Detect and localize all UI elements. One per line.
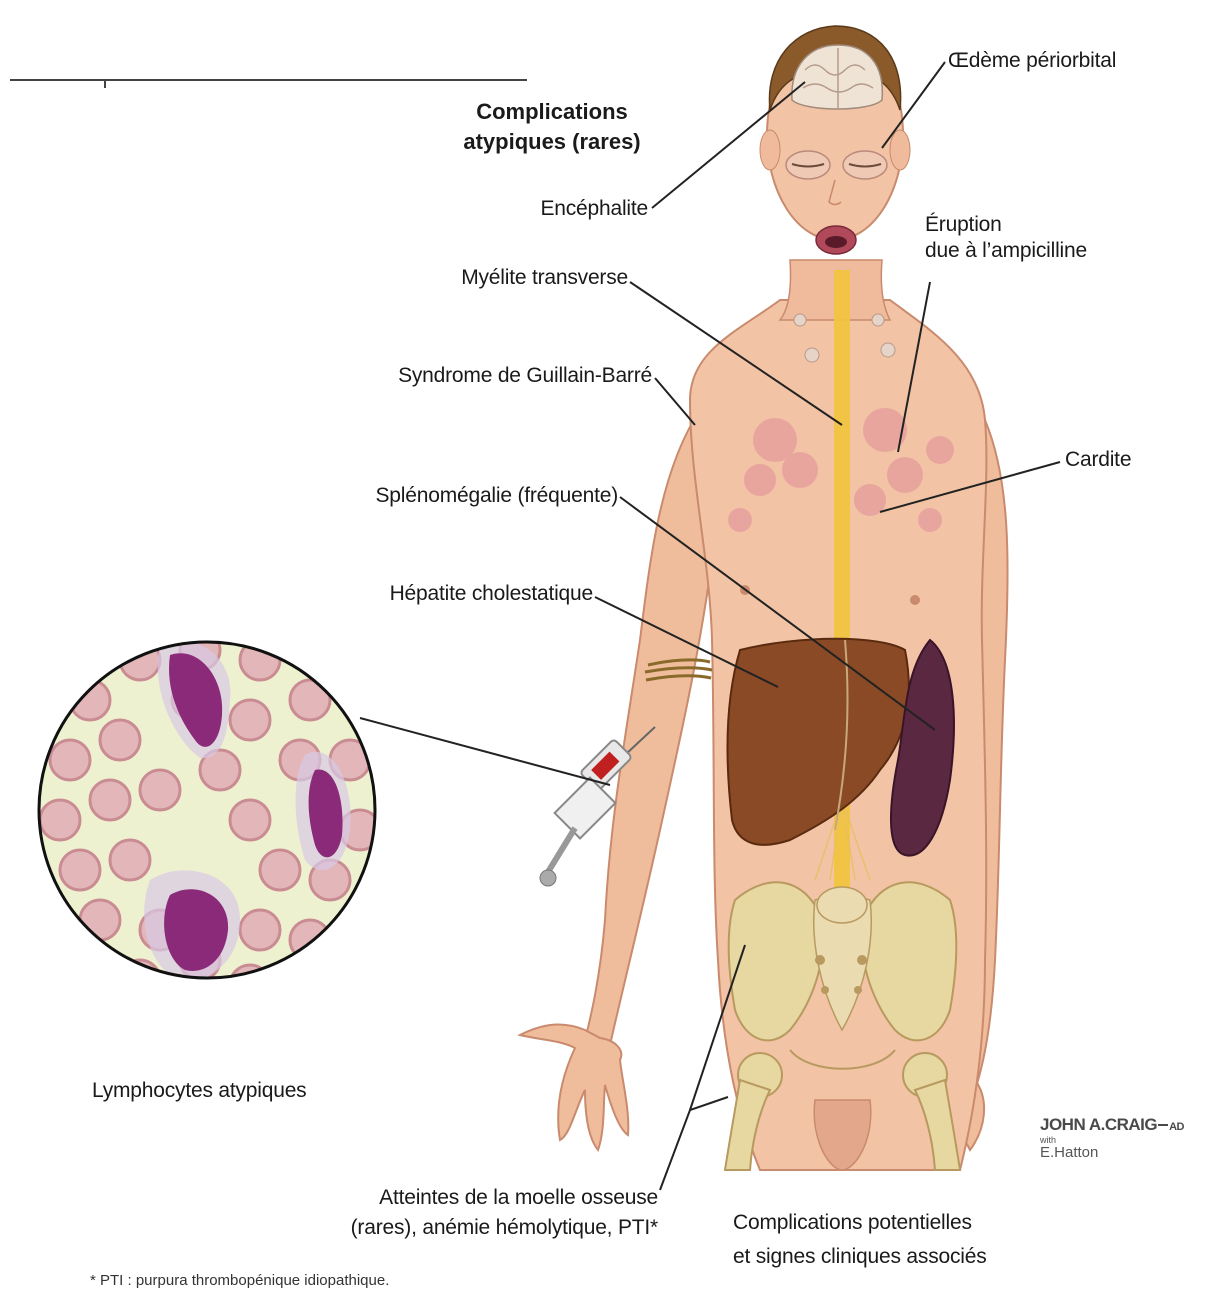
signature-coauthor: E.Hatton xyxy=(1040,1145,1184,1161)
label-lymphocytes-atypiques: Lymphocytes atypiques xyxy=(92,1078,306,1104)
label-oedeme-periorbital: Œdème périorbital xyxy=(948,48,1116,74)
heading-line-2: atypiques (rares) xyxy=(462,127,642,157)
label-moelle-line-2: (rares), anémie hémolytique, PTI* xyxy=(300,1213,658,1243)
label-eruption-line-1: Éruption xyxy=(925,212,1087,238)
label-myelite-transverse: Myélite transverse xyxy=(400,265,628,291)
footnote: * PTI : purpura thrombopénique idiopathi… xyxy=(90,1272,389,1289)
label-moelle-osseuse: Atteintes de la moelle osseuse (rares), … xyxy=(300,1183,658,1243)
label-guillain-barre: Syndrome de Guillain-Barré xyxy=(340,363,652,389)
signature-name: JOHN A.CRAIG xyxy=(1040,1115,1157,1134)
label-complications-line-1: Complications potentielles xyxy=(733,1206,987,1240)
heading-line-1: Complications xyxy=(462,97,642,127)
label-hepatite-cholestatique: Hépatite cholestatique xyxy=(340,581,593,607)
label-eruption: Éruption due à l’ampicilline xyxy=(925,212,1087,264)
blood-smear xyxy=(22,630,380,1005)
heading: Complications atypiques (rares) xyxy=(462,97,642,157)
label-moelle-line-1: Atteintes de la moelle osseuse xyxy=(300,1183,658,1213)
artist-signature: JOHN A.CRAIGAD with E.Hatton xyxy=(1040,1115,1184,1161)
label-eruption-line-2: due à l’ampicilline xyxy=(925,238,1087,264)
label-splenomegalie: Splénomégalie (fréquente) xyxy=(330,483,618,509)
label-encephalite: Encéphalite xyxy=(480,196,648,222)
label-complications-potentielles: Complications potentielles et signes cli… xyxy=(733,1206,987,1274)
signature-suffix: AD xyxy=(1169,1121,1184,1133)
label-complications-line-2: et signes cliniques associés xyxy=(733,1240,987,1274)
label-cardite: Cardite xyxy=(1065,447,1131,473)
